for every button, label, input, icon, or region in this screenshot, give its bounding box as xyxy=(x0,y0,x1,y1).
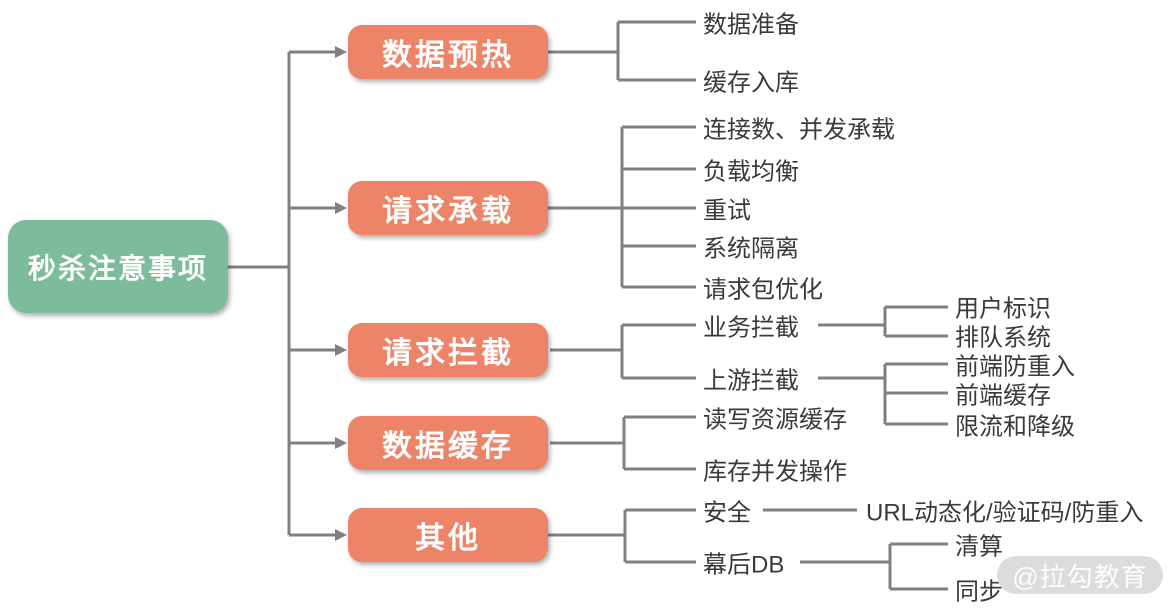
leaf-label: 前端防重入 xyxy=(955,353,1075,381)
branch-label: 请求承载 xyxy=(382,195,514,228)
leaf-label: 请求包优化 xyxy=(703,276,823,304)
leaf-label: 负载均衡 xyxy=(703,158,799,186)
root-label: 秒杀注意事项 xyxy=(27,252,208,284)
leaf-label: URL动态化/验证码/防重入 xyxy=(866,499,1144,527)
branch-node-request-capacity: 请求承载 xyxy=(348,181,548,235)
branch-node-other: 其他 xyxy=(348,508,548,562)
branch-node-data-cache: 数据缓存 xyxy=(348,416,548,470)
leaf-label: 业务拦截 xyxy=(703,314,799,342)
root-node: 秒杀注意事项 xyxy=(8,220,228,313)
watermark-label: @拉勾教育 xyxy=(1012,561,1148,592)
leaf-label: 前端缓存 xyxy=(955,382,1051,410)
leaf-label: 缓存入库 xyxy=(703,69,799,97)
arrowhead-icon xyxy=(335,437,347,449)
branch-node-data-preheat: 数据预热 xyxy=(348,25,548,79)
branch-label: 数据预热 xyxy=(382,39,514,72)
leaf-label: 幕后DB xyxy=(703,551,785,579)
leaf-label: 排队系统 xyxy=(955,324,1051,352)
leaf-label: 数据准备 xyxy=(703,11,799,39)
branch-node-request-intercept: 请求拦截 xyxy=(348,323,548,377)
leaf-label: 库存并发操作 xyxy=(703,458,847,486)
leaf-label: 上游拦截 xyxy=(703,367,799,395)
branch-label: 请求拦截 xyxy=(382,337,514,370)
arrowhead-icon xyxy=(335,46,347,58)
watermark-badge: @拉勾教育 xyxy=(997,556,1163,594)
branch-label: 其他 xyxy=(415,522,481,555)
branch-label: 数据缓存 xyxy=(382,430,514,463)
leaf-label: 清算 xyxy=(955,533,1003,561)
arrowhead-icon xyxy=(335,202,347,214)
leaf-label: 用户标识 xyxy=(955,295,1051,323)
leaf-label: 连接数、并发承载 xyxy=(703,116,895,144)
leaf-label: 读写资源缓存 xyxy=(703,406,847,434)
leaf-label: 限流和降级 xyxy=(955,413,1075,441)
leaf-label: 同步 xyxy=(955,578,1003,606)
leaf-label: 重试 xyxy=(703,197,751,225)
leaf-label: 安全 xyxy=(703,499,751,527)
leaf-label: 系统隔离 xyxy=(703,235,799,263)
arrowhead-icon xyxy=(335,529,347,541)
arrowhead-icon xyxy=(335,344,347,356)
